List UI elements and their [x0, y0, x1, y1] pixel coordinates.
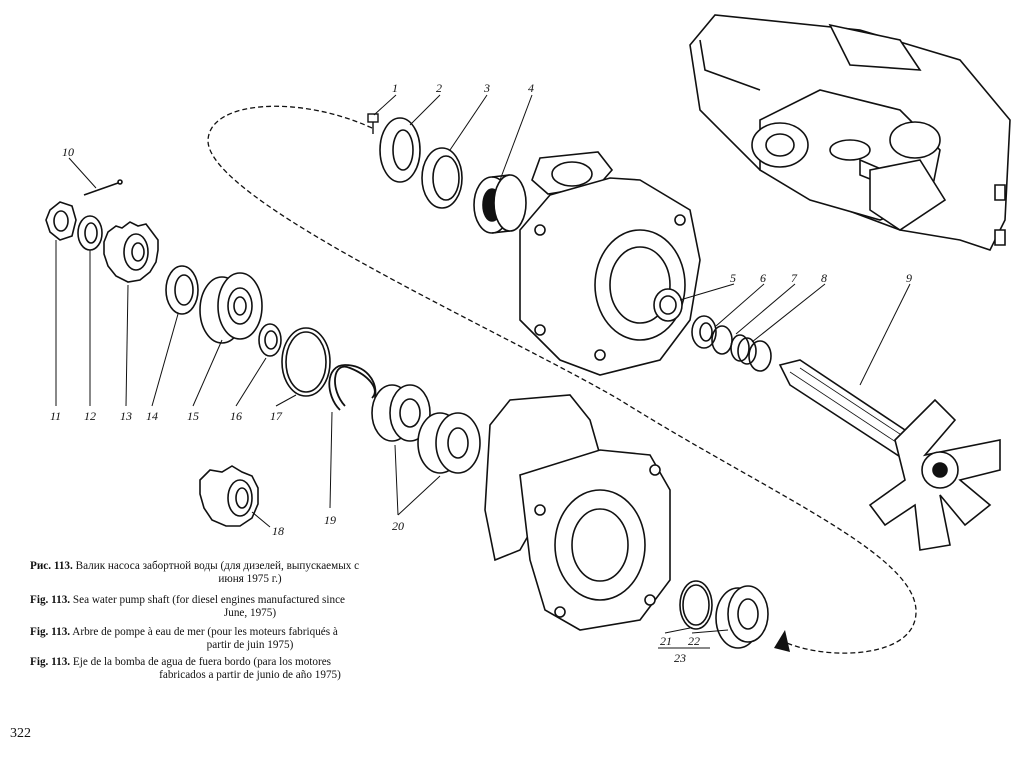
part-21-ring: [679, 580, 713, 630]
part-18-gear: [199, 465, 259, 527]
part-label-15: 15: [187, 409, 199, 423]
part-label-20: 20: [392, 519, 404, 533]
part-label-18: 18: [272, 524, 284, 538]
caption-line2: июня 1975 г.): [218, 573, 282, 585]
caption-prefix: Fig. 113.: [30, 594, 71, 606]
part-2-lock-plate: [379, 117, 421, 183]
part-12-washer: [77, 215, 103, 251]
part-15-bearing: [199, 272, 263, 344]
assembly-path-line: [207, 105, 917, 654]
caption-prefix: Fig. 113.: [30, 656, 71, 668]
caption-spanish: Fig. 113. Eje de la bomba de agua de fue…: [30, 656, 470, 682]
pump-cover-housing: [484, 394, 671, 631]
part-label-7: 7: [791, 271, 798, 285]
part-14-ring: [165, 265, 199, 315]
part-label-22: 22: [688, 634, 700, 648]
part-label-9: 9: [906, 271, 912, 285]
page-number: 322: [10, 726, 31, 741]
part-label-1: 1: [392, 81, 398, 95]
caption-line2: June, 1975): [223, 607, 277, 619]
part-label-19: 19: [324, 513, 336, 527]
part-22-seal: [715, 585, 769, 649]
part-label-4: 4: [528, 81, 534, 95]
part-label-2: 2: [436, 81, 442, 95]
pump-shaft-with-impeller: [778, 359, 1001, 551]
caption-english: Fig. 113. Sea water pump shaft (for dies…: [30, 594, 470, 620]
caption-line1: Sea water pump shaft (for diesel engines…: [72, 594, 346, 606]
pump-housing: [519, 151, 701, 376]
part-label-11: 11: [50, 409, 61, 423]
caption-russian: Рис. 113. Валик насоса забортной воды (д…: [30, 560, 470, 586]
part-8-washer: [748, 340, 772, 372]
caption-prefix: Рис. 113.: [30, 560, 73, 572]
caption-prefix: Fig. 113.: [30, 626, 71, 638]
part-label-13: 13: [120, 409, 132, 423]
part-1-bolt: [367, 113, 379, 134]
part-17-snap-ring: [281, 327, 331, 397]
part-16-washer: [258, 323, 282, 357]
part-label-5: 5: [730, 271, 736, 285]
caption-line2: fabricados a partir de junio de año 1975…: [159, 669, 341, 681]
part-label-10: 10: [62, 145, 74, 159]
caption-line1: Arbre de pompe à eau de mer (pour les mo…: [72, 626, 338, 638]
part-label-12: 12: [84, 409, 96, 423]
part-label-6: 6: [760, 271, 766, 285]
part-10-pin: [83, 179, 123, 196]
part-label-8: 8: [821, 271, 827, 285]
part-label-14: 14: [146, 409, 158, 423]
caption-line1: Eje de la bomba de agua de fuera bordo (…: [72, 656, 332, 668]
part-label-23: 23: [674, 651, 686, 665]
part-13-gear: [103, 221, 159, 283]
part-5-seal: [691, 315, 717, 349]
part-20-bearings: [371, 384, 481, 474]
part-labels: 1 2 3 4 5 6 7 8 9 10 11 12 13 14 15 16 1…: [50, 81, 912, 665]
part-4-bushing: [473, 174, 527, 234]
part-11-nut: [45, 201, 77, 241]
caption-line2: partir de juin 1975): [206, 639, 294, 651]
part-7-spring: [730, 334, 757, 365]
engine-pump-assembly: [689, 14, 1011, 251]
part-label-17: 17: [270, 409, 283, 423]
caption-french: Fig. 113. Arbre de pompe à eau de mer (p…: [30, 626, 470, 652]
part-label-21: 21: [660, 634, 672, 648]
part-label-3: 3: [483, 81, 490, 95]
leader-lines: [55, 94, 911, 649]
assembly-path-arrow: [774, 630, 790, 652]
part-label-16: 16: [230, 409, 242, 423]
part-19-circlip: [328, 364, 377, 411]
part-3-seal-ring: [421, 147, 463, 209]
caption-line1: Валик насоса забортной воды (для дизелей…: [75, 560, 360, 572]
